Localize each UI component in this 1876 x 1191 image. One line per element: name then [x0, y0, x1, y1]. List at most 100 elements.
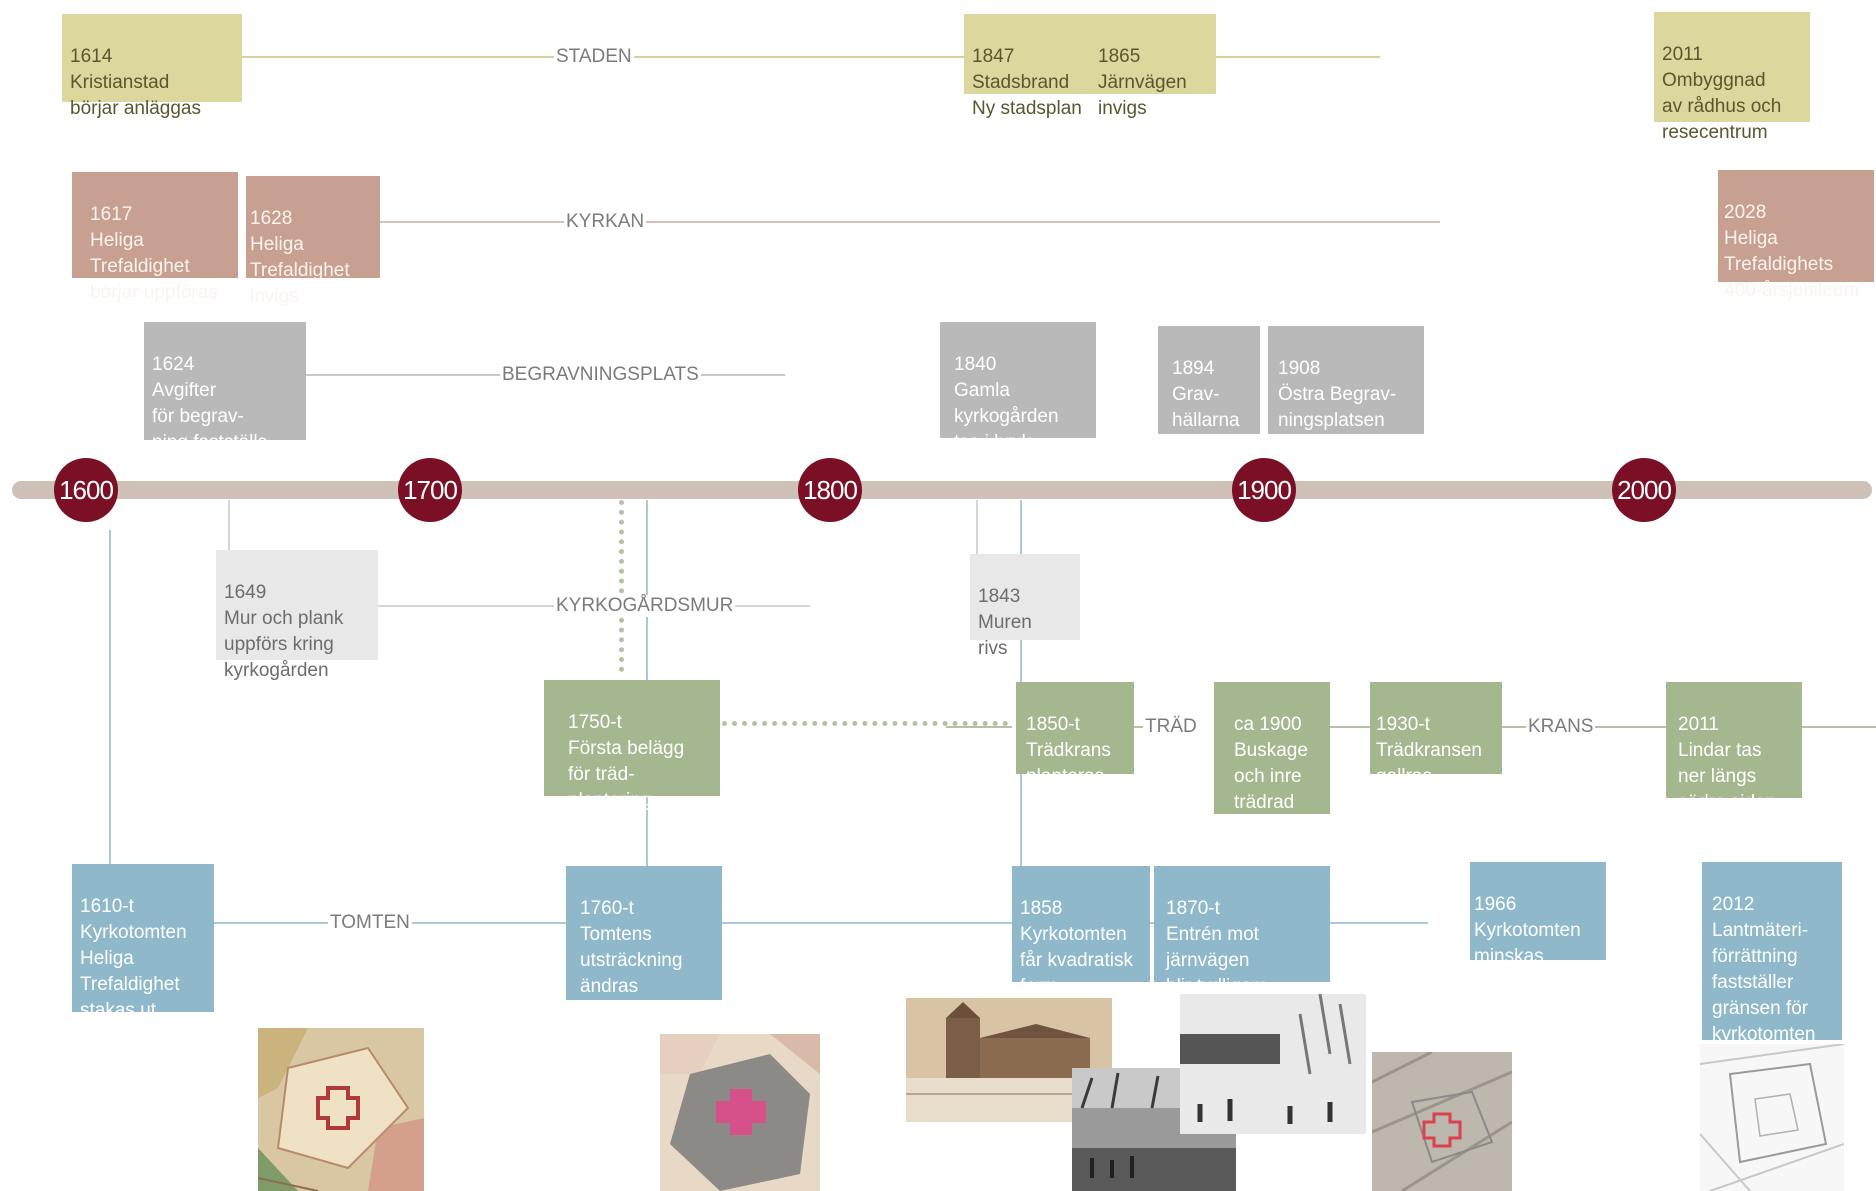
event-text: Trädkransen gallras	[1376, 740, 1482, 787]
event-text: Kristianstad börjar anläggas	[70, 72, 201, 119]
event-year: 1865	[1098, 46, 1141, 67]
event-text: Grav- hällarna flyttas ut	[1172, 384, 1243, 457]
event-text: Östra Begrav- ningsplatsen tas i bruk	[1278, 384, 1397, 457]
track-label-krans: KRANS	[1526, 716, 1596, 738]
event-text: Kyrkotomten minskas	[1474, 920, 1581, 967]
event-text: Heliga Trefaldighet börjar uppföras	[90, 230, 218, 303]
track-label-trad: TRÄD	[1143, 716, 1199, 738]
event-text: Lantmäteri- förrättning fastställer grän…	[1712, 920, 1816, 1045]
event-text: Lindar tas ner längs södra sidan	[1678, 740, 1777, 813]
trad-track-line-a	[946, 726, 1012, 728]
connector-1649	[228, 500, 230, 552]
event-year: 1908	[1278, 358, 1321, 379]
track-label-kyrkan: KYRKAN	[564, 211, 647, 233]
event-text: Trädkrans planteras	[1026, 740, 1111, 787]
event-year: ca 1900	[1234, 714, 1302, 735]
event-text: Kyrkotomten Heliga Trefaldighet stakas u…	[80, 922, 187, 1021]
event-year: 1843	[978, 586, 1021, 607]
historic-photo-winter	[1180, 994, 1366, 1134]
event-year: 1858	[1020, 898, 1063, 919]
event-year: 1966	[1474, 894, 1517, 915]
event-year: 1614	[70, 46, 113, 67]
event-text: Tomtens utsträckning ändras	[580, 924, 683, 997]
event-year: 1894	[1172, 358, 1215, 379]
event-text: Järnvägen invigs	[1098, 72, 1187, 119]
dotted-line-vertical	[619, 500, 624, 672]
track-label-staden: STADEN	[554, 46, 634, 68]
event-year: 1930-t	[1376, 714, 1430, 735]
event-year: 1850-t	[1026, 714, 1080, 735]
event-year: 1624	[152, 354, 195, 375]
event-text: Mur och plank uppförs kring kyrkogården	[224, 608, 344, 681]
event-text: Ombyggnad av rådhus och resecentrum	[1662, 70, 1782, 143]
event-year: 1617	[90, 204, 133, 225]
century-marker-1800: 1800	[798, 458, 862, 522]
event-text: Gamla kyrkogården tas i bruk	[954, 380, 1059, 453]
event-year: 2028	[1724, 202, 1767, 223]
event-year: 1760-t	[580, 898, 634, 919]
tomten-track-line	[178, 922, 1428, 924]
event-text: Avgifter för begrav- ning fastställs	[152, 380, 268, 453]
connector-1843	[976, 500, 978, 556]
century-marker-1900: 1900	[1232, 458, 1296, 522]
event-year: 1628	[250, 208, 293, 229]
track-label-begravningsplats: BEGRAVNINGSPLATS	[500, 364, 701, 386]
century-marker-1600: 1600	[54, 458, 118, 522]
kyrkan-track-line	[316, 221, 1440, 223]
event-year: 1750-t	[568, 712, 622, 733]
event-year: 2011	[1662, 44, 1703, 65]
century-marker-2000: 2000	[1612, 458, 1676, 522]
event-text: Första belägg för träd- plantering	[568, 738, 685, 811]
connector-1610	[109, 530, 111, 864]
historic-map-image-3	[1372, 1052, 1512, 1191]
timeline-axis	[12, 481, 1872, 499]
event-text: Heliga Trefaldighet invigs	[250, 234, 350, 307]
century-marker-1700: 1700	[398, 458, 462, 522]
event-year: 1847	[972, 46, 1015, 67]
event-year: 1870-t	[1166, 898, 1220, 919]
event-text: Kyrkotomten får kvadratisk form	[1020, 924, 1133, 997]
staden-track-line	[200, 56, 1380, 58]
historic-map-image-2	[660, 1034, 820, 1191]
event-year: 2012	[1712, 894, 1755, 915]
historic-map-image-1	[258, 1028, 424, 1191]
event-text: Stadsbrand Ny stadsplan	[972, 72, 1082, 119]
event-year: 1649	[224, 582, 267, 603]
event-year: 1840	[954, 354, 997, 375]
event-text: Entrén mot järnvägen blir tydligare	[1166, 924, 1269, 997]
event-year: 1610-t	[80, 896, 134, 917]
event-text: Muren rivs	[978, 612, 1032, 659]
event-text: Heliga Trefaldighets 400-årsjubileum	[1724, 228, 1860, 301]
track-label-kyrkogardsmur: KYRKOGÅRDSMUR	[554, 595, 736, 617]
event-text: Buskage och inre trädrad tas bort	[1234, 740, 1308, 839]
dotted-line-horizontal	[722, 721, 1008, 726]
track-label-tomten: TOMTEN	[328, 912, 412, 934]
cadastral-map-image	[1700, 1044, 1844, 1191]
event-year: 2011	[1678, 714, 1719, 735]
